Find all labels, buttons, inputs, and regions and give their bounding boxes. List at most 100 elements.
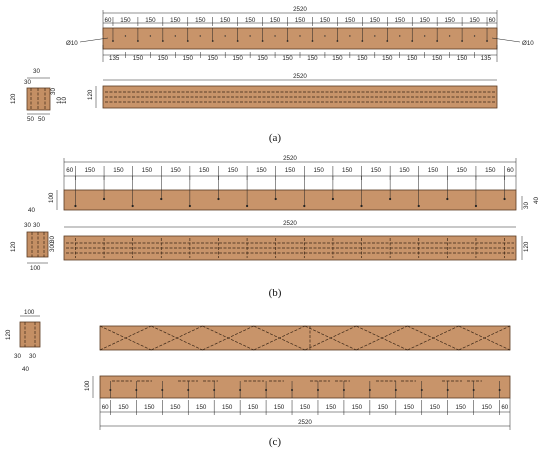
spacing-label: 150 [399, 167, 410, 174]
cross-mark [151, 325, 203, 351]
side-marks-c [109, 380, 501, 398]
hole-dot-lower [448, 35, 451, 37]
spacing-label: 150 [456, 167, 467, 174]
spacing-label: 150 [285, 167, 296, 174]
pin-dot [474, 204, 478, 208]
cross-marks-c [99, 325, 511, 351]
spacing-label: 150 [345, 17, 356, 24]
spacing-label: 150 [199, 167, 210, 174]
pin-dot [274, 197, 277, 201]
hole-dot-lower [423, 35, 426, 37]
spacing-label: 150 [370, 17, 381, 24]
hole-dot [336, 40, 339, 42]
spacing-label: 150 [120, 17, 131, 24]
cross-mark [304, 325, 357, 351]
spacing-label: 150 [469, 17, 480, 24]
section-c-top: 100 [24, 309, 35, 316]
section-b-height: 120 [10, 241, 17, 252]
spacing-label: 150 [457, 55, 468, 62]
hole-dot-lower [124, 35, 127, 37]
overall-dim-a: 2520 [293, 6, 307, 13]
hole-dot-lower [199, 35, 201, 37]
beam-c-top-view [99, 325, 511, 351]
caption-c: (c) [269, 436, 282, 448]
spacing-label: 150 [320, 17, 331, 24]
section-b-bottom: 100 [30, 265, 41, 272]
spacing-label: 150 [270, 17, 281, 24]
cross-mark [253, 325, 306, 351]
spacing-label: 150 [195, 17, 206, 24]
side-pin-dot [342, 389, 345, 391]
section-a-right1: 30 [50, 88, 57, 95]
hole-dot [236, 40, 239, 42]
spacing-label: 150 [257, 55, 268, 62]
spacing-label: 150 [144, 404, 155, 411]
hole-label-right: Ø10 [522, 40, 534, 47]
side-height-b: 120 [523, 241, 530, 252]
spacing-label: 60 [489, 17, 496, 24]
spacing-label: 150 [222, 404, 233, 411]
pin-dot [188, 204, 191, 208]
spacing-label: 150 [357, 55, 368, 62]
spacing-label: 150 [113, 167, 124, 174]
section-b-top3: 30 [33, 222, 40, 229]
side-pin-dot [109, 389, 112, 391]
spacing-label: 150 [295, 17, 306, 24]
spacing-label: 150 [481, 404, 492, 411]
section-a-height: 120 [10, 93, 17, 104]
spacing-label: 60 [102, 404, 109, 411]
spacing-label: 150 [248, 404, 259, 411]
section-b-right2: 300 [49, 241, 56, 252]
hole-dot [137, 40, 139, 42]
spacing-label: 150 [352, 404, 363, 411]
spacing-label: 150 [407, 55, 418, 62]
spacing-label: 60 [501, 404, 508, 411]
hole-dot-lower [249, 35, 251, 37]
hole-dot [436, 40, 439, 42]
side-pin-dot [472, 389, 475, 391]
spacing-label: 60 [105, 17, 112, 24]
hole-dot [286, 40, 289, 42]
pin-dot [503, 197, 506, 201]
side-pin-dot [239, 389, 242, 391]
section-b-top2: 30 [24, 222, 31, 229]
spacing-label: 150 [142, 167, 153, 174]
vertical-dashes-b [75, 238, 505, 258]
section-a-right3: 10 [56, 97, 63, 104]
spacing-label: 150 [145, 17, 156, 24]
side-pin-dot [446, 389, 449, 391]
cross-mark [458, 325, 511, 351]
spacing-label: 150 [170, 404, 181, 411]
side-pin-dot [135, 389, 138, 391]
panel-a: 2520 60 150 150 150 150 150 150 150 150 150 150 150… [10, 6, 534, 144]
caption-b: (b) [269, 287, 282, 299]
spacing-label: 150 [326, 404, 337, 411]
spacing-label: 150 [342, 167, 353, 174]
height-c: 100 [84, 380, 91, 391]
pin-dot [446, 197, 449, 201]
spacing-label: 60 [66, 167, 73, 174]
pin-dot [160, 197, 163, 201]
spacing-label: 135 [481, 55, 492, 62]
beam-a-top-view [102, 27, 498, 50]
side-pin-dot [187, 389, 190, 391]
side-total-a: 2520 [293, 73, 307, 80]
side-pin-dot [394, 389, 397, 391]
hole-dot [311, 40, 314, 42]
spacing-label: 150 [208, 55, 219, 62]
spacing-label: 150 [274, 404, 285, 411]
section-c-height: 120 [5, 329, 12, 340]
right2-b: 40 [533, 197, 540, 204]
spacing-label: 150 [170, 17, 181, 24]
pin-dot [74, 204, 77, 208]
side-pin-dot [316, 389, 319, 391]
hole-dot [211, 40, 214, 42]
section-b-top: 40 [28, 207, 35, 214]
spacing-label: 150 [395, 17, 406, 24]
section-a-top1: 30 [33, 68, 40, 75]
caption-a: (a) [269, 132, 282, 144]
